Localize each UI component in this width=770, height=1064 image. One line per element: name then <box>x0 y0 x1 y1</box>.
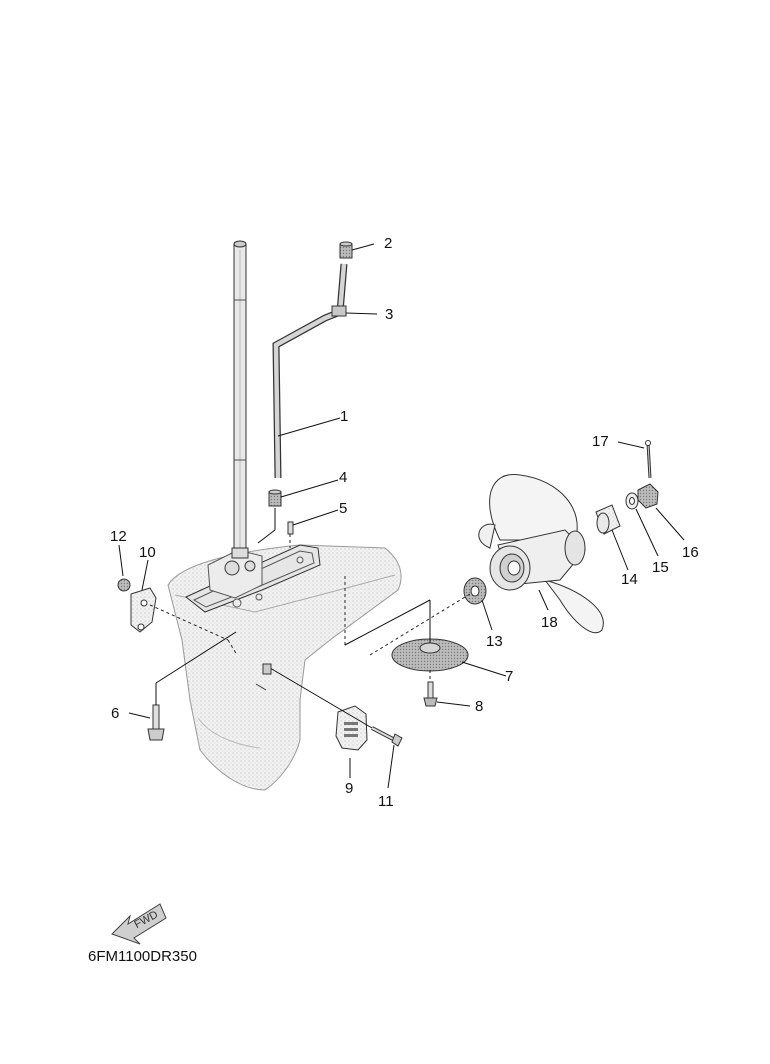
anode-left <box>130 587 238 656</box>
propeller <box>478 473 604 634</box>
callout-6: 6 <box>111 705 119 722</box>
anti-cavitation-plate <box>344 576 469 672</box>
callout-1: 1 <box>340 408 348 425</box>
pipe-grommet <box>339 241 353 259</box>
callout-10: 10 <box>139 544 156 561</box>
trim-tab-screw <box>269 667 403 747</box>
callout-11: 11 <box>378 793 394 810</box>
anode-nut <box>117 578 131 592</box>
callout-9: 9 <box>345 780 353 797</box>
propeller-spacer <box>595 504 621 535</box>
prop-washer <box>625 492 639 510</box>
callout-12: 12 <box>110 528 127 545</box>
thrust-washer <box>369 577 487 656</box>
callout-8: 8 <box>475 698 483 715</box>
callout-15: 15 <box>652 559 669 576</box>
cotter-pin <box>645 440 652 479</box>
lower-casing <box>167 544 402 791</box>
callout-16: 16 <box>682 544 699 561</box>
callout-18: 18 <box>541 614 558 631</box>
trim-tab-anode <box>335 705 368 751</box>
callout-labels: 1 2 3 4 5 6 7 8 9 10 11 12 13 14 15 16 1… <box>110 235 699 810</box>
callout-2: 2 <box>384 235 392 252</box>
water-pipe <box>272 263 348 479</box>
fwd-arrow-icon: FWD <box>111 903 167 945</box>
propeller-nut <box>637 483 659 509</box>
callout-17: 17 <box>592 433 609 450</box>
mount-bolt <box>147 631 237 741</box>
drive-shaft <box>231 240 249 559</box>
callout-4: 4 <box>339 469 347 486</box>
plate-screw <box>423 670 438 707</box>
pipe-seal <box>257 489 282 544</box>
callout-7: 7 <box>505 668 513 685</box>
callout-3: 3 <box>385 306 393 323</box>
callout-14: 14 <box>621 571 638 588</box>
callout-leaders <box>118 243 685 789</box>
dowel-pin <box>287 521 294 548</box>
callout-13: 13 <box>486 633 503 650</box>
callout-5: 5 <box>339 500 347 517</box>
housing-screw-hole <box>255 663 272 691</box>
diagram-code: 6FM1100DR350 <box>88 948 197 965</box>
